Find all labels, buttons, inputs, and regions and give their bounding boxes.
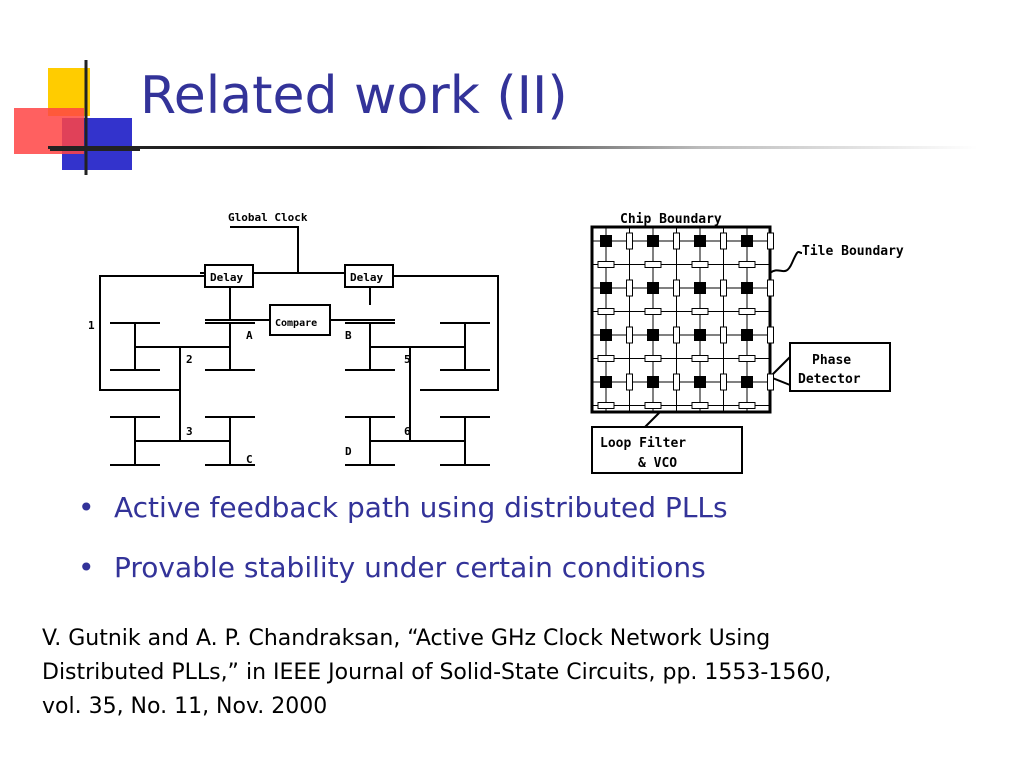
chip-boundary-label: Chip Boundary [620,212,722,227]
phase-detector-icon [691,355,709,362]
pll-node-icon [694,235,706,247]
bullet-item: • Provable stability under certain condit… [78,550,728,610]
bullet-dot-icon: • [78,551,95,584]
pll-node-icon [741,235,753,247]
bullet-item: • Active feedback path using distributed … [78,490,728,550]
phase-detector-icon [691,308,709,315]
node-label-c: C [246,453,253,466]
node-label-a: A [246,329,253,342]
phase-detector-icon [767,279,774,297]
node-label-b: B [345,329,352,342]
pll-node-icon [647,235,659,247]
bullet-list: • Active feedback path using distributed … [78,490,728,610]
tile-boundary-label: Tile Boundary [802,244,904,259]
pll-node-icon [647,376,659,388]
phase-detector-icon [597,308,615,315]
phase-detector-icon [626,232,633,250]
pll-node-icon [600,329,612,341]
global-clock-label: Global Clock [228,211,308,224]
node-label-2: 2 [186,353,193,366]
phase-detector-icon [597,261,615,268]
pll-grid [592,227,774,412]
loop-filter-label-line1: Loop Filter [600,436,686,451]
phase-detector-icon [673,232,680,250]
node-label-5: 5 [404,353,411,366]
phase-detector-icon [720,279,727,297]
pll-array-diagram: Chip Boundary Tile Boundary Phase Detect… [590,212,904,474]
phase-detector-icon [644,308,662,315]
pll-node-icon [647,282,659,294]
phase-detector-icon [767,232,774,250]
node-label-6: 6 [404,425,411,438]
phase-detector-icon [644,402,662,409]
pll-node-icon [694,282,706,294]
phase-detector-icon [738,308,756,315]
phase-detector-icon [738,355,756,362]
phase-detector-icon [626,373,633,391]
phase-detector-icon [626,279,633,297]
phase-detector-icon [720,326,727,344]
phase-detector-label-line1: Phase [812,353,851,368]
clock-tree-diagram: Global Clock Delay Delay Compare 1 2 3 4… [88,211,499,466]
phase-detector-icon [720,232,727,250]
pll-node-icon [741,282,753,294]
bullet-text: Provable stability under certain conditi… [114,551,706,584]
phase-detector-icon [767,326,774,344]
phase-detector-icon [597,355,615,362]
citation: V. Gutnik and A. P. Chandraksan, “Active… [42,622,1002,724]
delay-left-label: Delay [210,271,243,284]
citation-line: V. Gutnik and A. P. Chandraksan, “Active… [42,626,771,651]
phase-detector-label-line2: Detector [798,372,861,387]
node-label-3: 3 [186,425,193,438]
pll-node-icon [600,376,612,388]
phase-detector-icon [767,373,774,391]
page-title: Related work (II) [140,66,568,126]
phase-detector-icon [691,402,709,409]
phase-detector-icon [644,355,662,362]
node-label-d: D [345,445,352,458]
loop-filter-label-line2: & VCO [638,456,677,471]
citation-line: vol. 35, No. 11, Nov. 2000 [42,694,328,719]
phase-detector-icon [644,261,662,268]
bullet-text: Active feedback path using distributed P… [114,491,728,524]
pll-node-icon [741,376,753,388]
bullet-dot-icon: • [78,491,95,524]
node-label-1: 1 [88,319,95,332]
pll-node-icon [694,329,706,341]
citation-line: Distributed PLLs,” in IEEE Journal of So… [42,660,832,685]
phase-detector-icon [673,373,680,391]
pll-node-icon [600,235,612,247]
slide-logo-icon [14,60,140,175]
phase-detector-icon [691,261,709,268]
phase-detector-icon [738,261,756,268]
pll-node-icon [647,329,659,341]
pll-node-icon [694,376,706,388]
pll-node-icon [741,329,753,341]
compare-label: Compare [275,318,317,329]
delay-right-label: Delay [350,271,383,284]
phase-detector-icon [626,326,633,344]
phase-detector-icon [673,326,680,344]
title-divider [48,146,978,149]
pll-node-icon [600,282,612,294]
phase-detector-icon [673,279,680,297]
phase-detector-icon [720,373,727,391]
phase-detector-icon [597,402,615,409]
phase-detector-icon [738,402,756,409]
